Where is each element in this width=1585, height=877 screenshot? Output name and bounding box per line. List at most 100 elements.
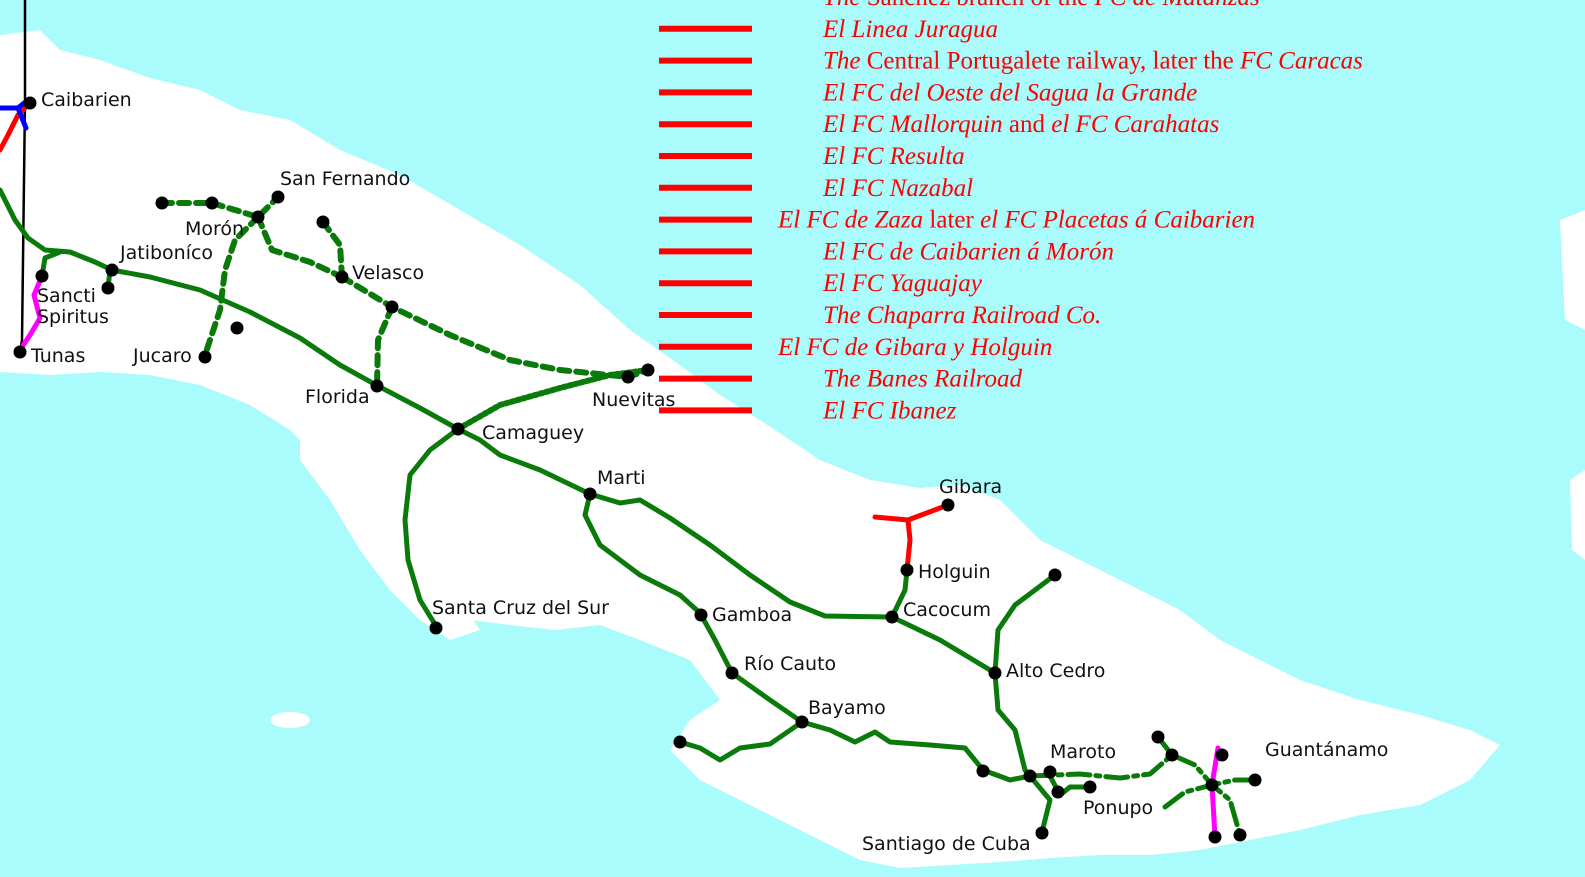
legend-entry-segment: El FC de Caibarien á Morón xyxy=(822,238,1114,265)
dot-rio-cauto xyxy=(725,666,739,680)
label-cacocum: Cacocum xyxy=(903,599,991,621)
central-main-line xyxy=(0,187,998,676)
legend-entry-segment: El FC del Oeste del Sagua la Grande xyxy=(822,79,1197,106)
legend-entry-segment: El Linea Juragua xyxy=(822,16,998,43)
label-spiritus: Spiritus xyxy=(37,306,109,328)
dot-marti xyxy=(583,487,597,501)
dot-nuevitas-2 xyxy=(641,363,655,377)
label-santa-cruz: Santa Cruz del Sur xyxy=(432,597,609,619)
label-jucaro: Jucaro xyxy=(132,345,192,367)
label-velasco: Velasco xyxy=(352,262,424,284)
islet xyxy=(546,553,574,567)
dot-guantanamo-junction xyxy=(1165,748,1179,762)
dot-santa-cruz xyxy=(429,621,443,635)
dot-guantanamo-south-1 xyxy=(1208,830,1222,844)
dot-guantanamo xyxy=(1215,748,1229,762)
dot-ponupo xyxy=(1083,780,1097,794)
label-san-fernando: San Fernando xyxy=(280,168,410,190)
dot-caibarien xyxy=(23,96,37,110)
dot-moron-w2 xyxy=(205,196,219,210)
label-marti: Marti xyxy=(597,467,646,489)
north-cays xyxy=(150,145,720,420)
city-labels: Caibarien San Fernando Morón Jatiboníco … xyxy=(30,89,1388,855)
florida-dashed xyxy=(374,304,395,389)
santa-cruz-branch xyxy=(402,426,461,629)
dot-san-fernando xyxy=(271,190,285,204)
label-sancti: Sancti xyxy=(37,285,96,307)
label-nuevitas: Nuevitas xyxy=(592,389,675,411)
label-holguin: Holguin xyxy=(918,561,991,583)
label-ponupo: Ponupo xyxy=(1083,797,1153,819)
moron-velasco-dashed xyxy=(255,214,345,280)
islet xyxy=(270,712,310,728)
legend-entry: The Chaparra Railroad Co. xyxy=(823,302,1101,329)
islet xyxy=(505,511,525,523)
dot-holguin xyxy=(900,563,914,577)
legend-entry-segment: el FC Carahatas xyxy=(1051,111,1219,138)
moron-jucaro-dashed xyxy=(202,214,261,358)
legend-entry: The Sanchez branch of the FC de Matanzas xyxy=(823,0,1260,11)
dot-bayamo xyxy=(795,715,809,729)
label-alto-cedro: Alto Cedro xyxy=(1006,660,1105,682)
east-edge-2 xyxy=(1570,470,1585,560)
south-peninsula xyxy=(300,420,480,640)
dot-tunas xyxy=(13,345,27,359)
legend-entry: El FC Resulta xyxy=(822,143,965,170)
label-gibara: Gibara xyxy=(939,476,1002,498)
dot-jucaro xyxy=(198,350,212,364)
dot-jatibonico-spur xyxy=(101,281,115,295)
label-florida: Florida xyxy=(305,386,370,408)
label-rio-cauto: Río Cauto xyxy=(744,653,836,675)
dot-velasco-junction xyxy=(385,300,399,314)
legend-entry-segment: FC de Matanzas xyxy=(1093,0,1259,11)
dot-velasco-north xyxy=(316,215,330,229)
dot-camaguey xyxy=(451,422,465,436)
legend-entry-segment: El FC Nazabal xyxy=(822,175,973,202)
alto-cedro-north xyxy=(992,572,1058,676)
east-edge xyxy=(1560,210,1585,330)
city-dots xyxy=(13,96,1262,844)
legend-entry: El FC de Caibarien á Morón xyxy=(822,238,1114,265)
legend-entry-segment: El FC Mallorquin xyxy=(822,111,1003,138)
legend-entry-segment: The xyxy=(823,48,861,75)
legend-entry-segment: The xyxy=(823,0,861,11)
dot-gibara xyxy=(941,498,955,512)
legend-entry-segment: Sanchez branch of the xyxy=(861,0,1095,11)
dot-guantanamo-center xyxy=(1205,778,1219,792)
legend-entry: The Central Portugalete railway, later t… xyxy=(823,48,1363,75)
label-maroto: Maroto xyxy=(1050,741,1116,763)
dot-velasco xyxy=(335,270,349,284)
dot-maroto-3 xyxy=(1051,785,1065,799)
label-tunas: Tunas xyxy=(30,345,85,367)
legend-entry-segment: and xyxy=(1003,111,1052,138)
dot-nuevitas-1 xyxy=(621,370,635,384)
bayamo-west-branch xyxy=(677,719,805,763)
legend-entry-segment: El FC Resulta xyxy=(822,143,965,170)
moron-dashed-west xyxy=(159,194,281,220)
red-line-gibara xyxy=(872,502,951,573)
legend-entry-segment: Central Portugalete railway, later the xyxy=(861,48,1240,75)
legend-entry: El FC de Zaza later el FC Placetas á Cai… xyxy=(777,207,1255,234)
santiago-branch xyxy=(1027,773,1053,835)
dot-moron-w1 xyxy=(155,196,169,210)
label-santiago: Santiago de Cuba xyxy=(862,833,1031,855)
label-moron: Morón xyxy=(185,218,244,240)
legend-entry: The Banes Railroad xyxy=(823,366,1023,393)
land xyxy=(0,30,1585,868)
legend-entry: El FC Mallorquin and el FC Carahatas xyxy=(822,111,1219,138)
magenta-line-tunas xyxy=(17,273,45,353)
dot-gamboa xyxy=(694,608,708,622)
bayamo-east-line xyxy=(799,719,1033,783)
legend-entry-segment: later xyxy=(923,207,980,234)
legend-entry-segment: The Banes Railroad xyxy=(823,366,1023,393)
dot-alto-cedro xyxy=(988,666,1002,680)
dot-guantanamo-east xyxy=(1248,773,1262,787)
legend-entry: El FC Yaguajay xyxy=(822,270,983,297)
velasco-north-dashed xyxy=(320,219,345,280)
dot-guantanamo-south-2 xyxy=(1233,828,1247,842)
legend: The Sanchez branch of the FC de Matanzas… xyxy=(659,0,1363,424)
label-bayamo: Bayamo xyxy=(808,697,886,719)
legend-entry: El FC Ibanez xyxy=(822,397,957,424)
legend-entry-segment: El FC Ibanez xyxy=(822,397,957,424)
dot-maroto-1 xyxy=(1023,769,1037,783)
